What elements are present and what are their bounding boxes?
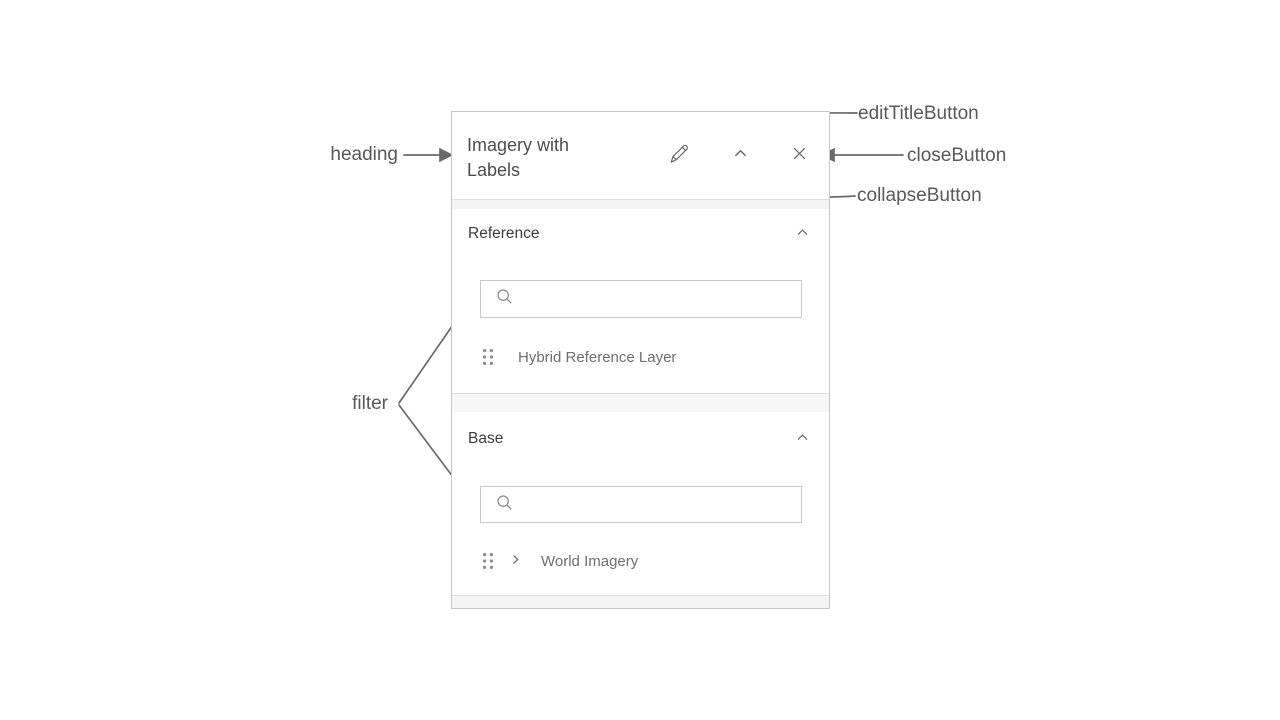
basemap-layer-list-panel: Imagery with Labels xyxy=(451,111,830,609)
pencil-icon xyxy=(667,142,691,169)
layer-row-hybrid-reference[interactable]: Hybrid Reference Layer xyxy=(481,343,813,371)
chevron-up-icon xyxy=(795,430,810,448)
section-collapse-button[interactable] xyxy=(791,223,813,245)
reference-filter xyxy=(480,280,802,318)
annotation-heading: heading xyxy=(330,144,398,165)
base-filter-input[interactable] xyxy=(522,486,793,523)
annotation-edit-title-button: editTitleButton xyxy=(858,103,979,124)
section-header-reference: Reference xyxy=(468,218,813,250)
separator-band xyxy=(452,199,829,209)
drag-handle-icon[interactable] xyxy=(481,347,495,367)
expand-layer-button[interactable] xyxy=(507,553,523,569)
reference-filter-input[interactable] xyxy=(522,280,793,318)
layer-label: Hybrid Reference Layer xyxy=(518,348,677,366)
close-button[interactable] xyxy=(783,139,815,171)
chevron-right-icon xyxy=(509,553,522,569)
drag-handle-icon[interactable] xyxy=(481,551,495,571)
chevron-up-icon xyxy=(732,145,749,165)
section-title: Base xyxy=(468,430,504,447)
section-title: Reference xyxy=(468,225,540,242)
separator-band xyxy=(452,595,829,608)
edit-title-button[interactable] xyxy=(663,139,695,171)
layer-row-world-imagery[interactable]: World Imagery xyxy=(481,547,813,575)
separator-band xyxy=(452,393,829,412)
collapse-button[interactable] xyxy=(724,139,756,171)
section-header-base: Base xyxy=(468,423,813,455)
close-icon xyxy=(791,145,808,165)
section-collapse-button[interactable] xyxy=(791,428,813,450)
layer-label: World Imagery xyxy=(541,552,639,570)
panel-heading: Imagery with Labels xyxy=(467,135,570,180)
search-icon xyxy=(495,287,514,311)
base-filter xyxy=(480,486,802,523)
chevron-up-icon xyxy=(795,225,810,243)
annotation-filter: filter xyxy=(352,393,388,414)
annotation-collapse-button: collapseButton xyxy=(857,185,982,206)
annotation-close-button: closeButton xyxy=(907,145,1007,166)
search-icon xyxy=(495,493,514,517)
